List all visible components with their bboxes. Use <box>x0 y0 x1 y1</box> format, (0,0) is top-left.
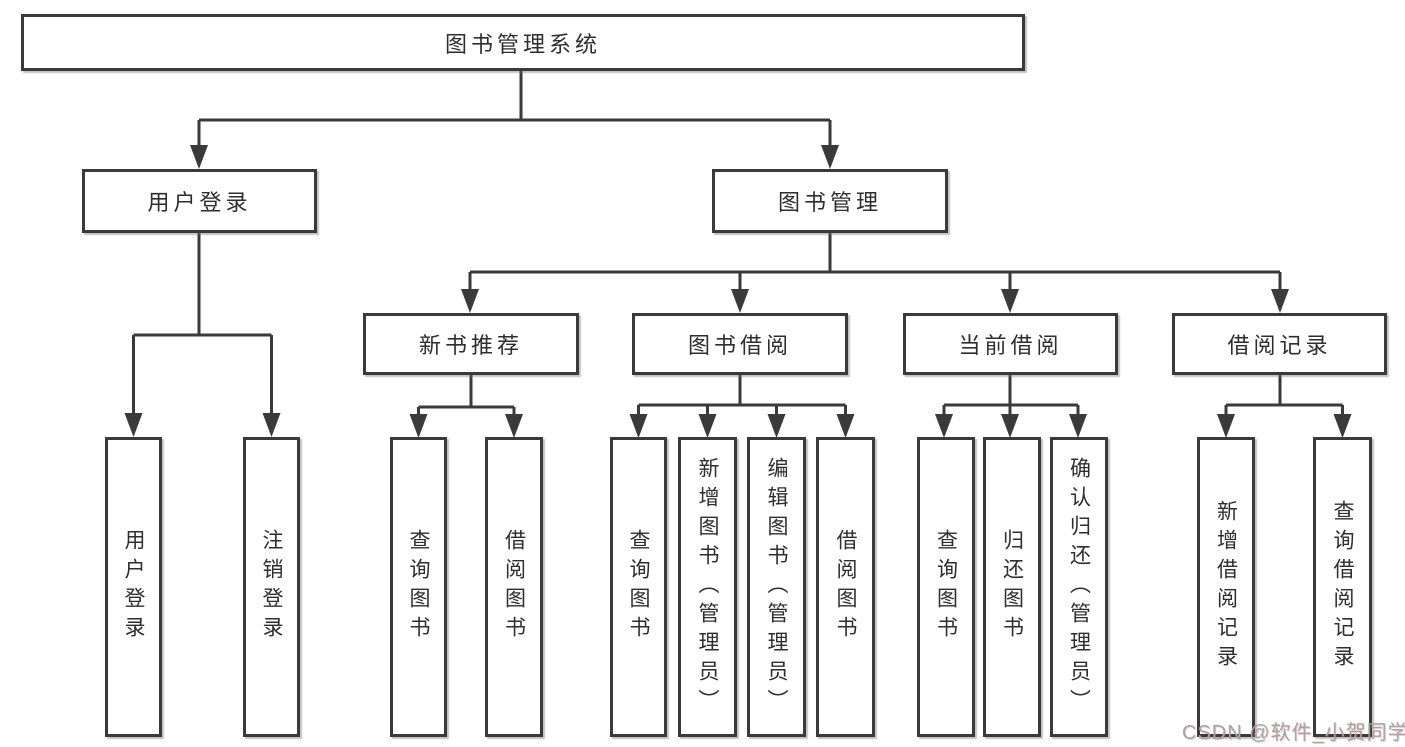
node-label: 确认归还（管理员） <box>1067 456 1091 718</box>
node-label: 注销登录 <box>260 529 283 645</box>
connector-line <box>468 233 1282 291</box>
node-new-book-recommend: 新书推荐 <box>363 313 579 375</box>
connector-line <box>637 375 847 416</box>
node-borrow-records: 借阅记录 <box>1172 313 1387 375</box>
node-label: 用户登录 <box>122 529 145 645</box>
node-label: 归还图书 <box>1000 529 1024 645</box>
node-label: 新书推荐 <box>418 333 523 358</box>
node-leaf-user-login: 用户登录 <box>105 437 162 737</box>
node-label: 新增图书（管理员） <box>696 456 719 718</box>
node-root: 图书管理系统 <box>21 14 1025 71</box>
node-label: 编辑图书（管理员） <box>765 456 788 718</box>
node-user-login: 用户登录 <box>82 169 317 233</box>
node-book-management: 图书管理 <box>712 169 948 233</box>
node-label: 图书管理 <box>777 190 882 215</box>
node-label: 借阅图书 <box>502 529 526 645</box>
node-label: 用户登录 <box>147 190 252 215</box>
arrow-down-icon <box>461 289 479 313</box>
node-label: 当前借阅 <box>958 333 1063 358</box>
watermark: CSDN @软件_小贺同学 <box>1182 722 1405 744</box>
node-leaf-borrow-books: 借阅图书 <box>485 437 543 737</box>
arrow-down-icon <box>935 414 953 438</box>
node-leaf-query-books: 查询图书 <box>917 437 975 737</box>
node-leaf-query-borrow-record: 查询借阅记录 <box>1313 437 1372 737</box>
arrow-down-icon <box>1001 289 1019 313</box>
node-leaf-logout: 注销登录 <box>243 437 300 737</box>
arrow-down-icon <box>1217 414 1235 438</box>
arrow-down-icon <box>124 413 143 437</box>
node-label: 查询图书 <box>934 529 958 645</box>
arrow-down-icon <box>262 413 281 437</box>
arrow-down-icon <box>1001 414 1019 438</box>
arrow-down-icon <box>1069 414 1087 438</box>
arrow-down-icon <box>731 289 749 313</box>
node-label: 借阅图书 <box>834 529 857 645</box>
arrow-down-icon <box>821 145 839 169</box>
node-leaf-query-books: 查询图书 <box>610 437 667 737</box>
arrow-down-icon <box>629 414 648 438</box>
connector-line <box>417 375 516 416</box>
arrow-down-icon <box>698 414 717 438</box>
node-leaf-confirm-return-admin: 确认归还（管理员） <box>1050 437 1108 737</box>
arrow-down-icon <box>836 414 855 438</box>
node-leaf-query-books: 查询图书 <box>390 437 447 737</box>
connector-line <box>197 71 832 147</box>
arrow-down-icon <box>767 414 786 438</box>
arrow-down-icon <box>505 414 523 438</box>
node-leaf-borrow-books: 借阅图书 <box>816 437 875 737</box>
node-leaf-add-books-admin: 新增图书（管理员） <box>678 437 737 737</box>
node-label: 新增借阅记录 <box>1214 500 1238 674</box>
node-leaf-return-books: 归还图书 <box>983 437 1041 737</box>
arrow-down-icon <box>1333 414 1352 438</box>
node-label: 借阅记录 <box>1227 333 1332 358</box>
node-label: 查询图书 <box>407 529 430 645</box>
node-leaf-edit-books-admin: 编辑图书（管理员） <box>747 437 806 737</box>
node-leaf-add-borrow-record: 新增借阅记录 <box>1197 437 1255 737</box>
arrow-down-icon <box>190 145 208 169</box>
node-label: 查询借阅记录 <box>1331 500 1354 674</box>
connector-line <box>132 233 273 415</box>
node-book-borrow: 图书借阅 <box>632 313 848 375</box>
node-current-borrow: 当前借阅 <box>903 313 1118 375</box>
node-root-label: 图书管理系统 <box>444 31 601 57</box>
arrow-down-icon <box>1271 289 1289 313</box>
connector-line <box>942 375 1080 416</box>
node-label: 查询图书 <box>627 529 650 645</box>
node-label: 图书借阅 <box>687 333 792 358</box>
connector-line <box>1224 375 1344 416</box>
arrow-down-icon <box>409 414 428 438</box>
